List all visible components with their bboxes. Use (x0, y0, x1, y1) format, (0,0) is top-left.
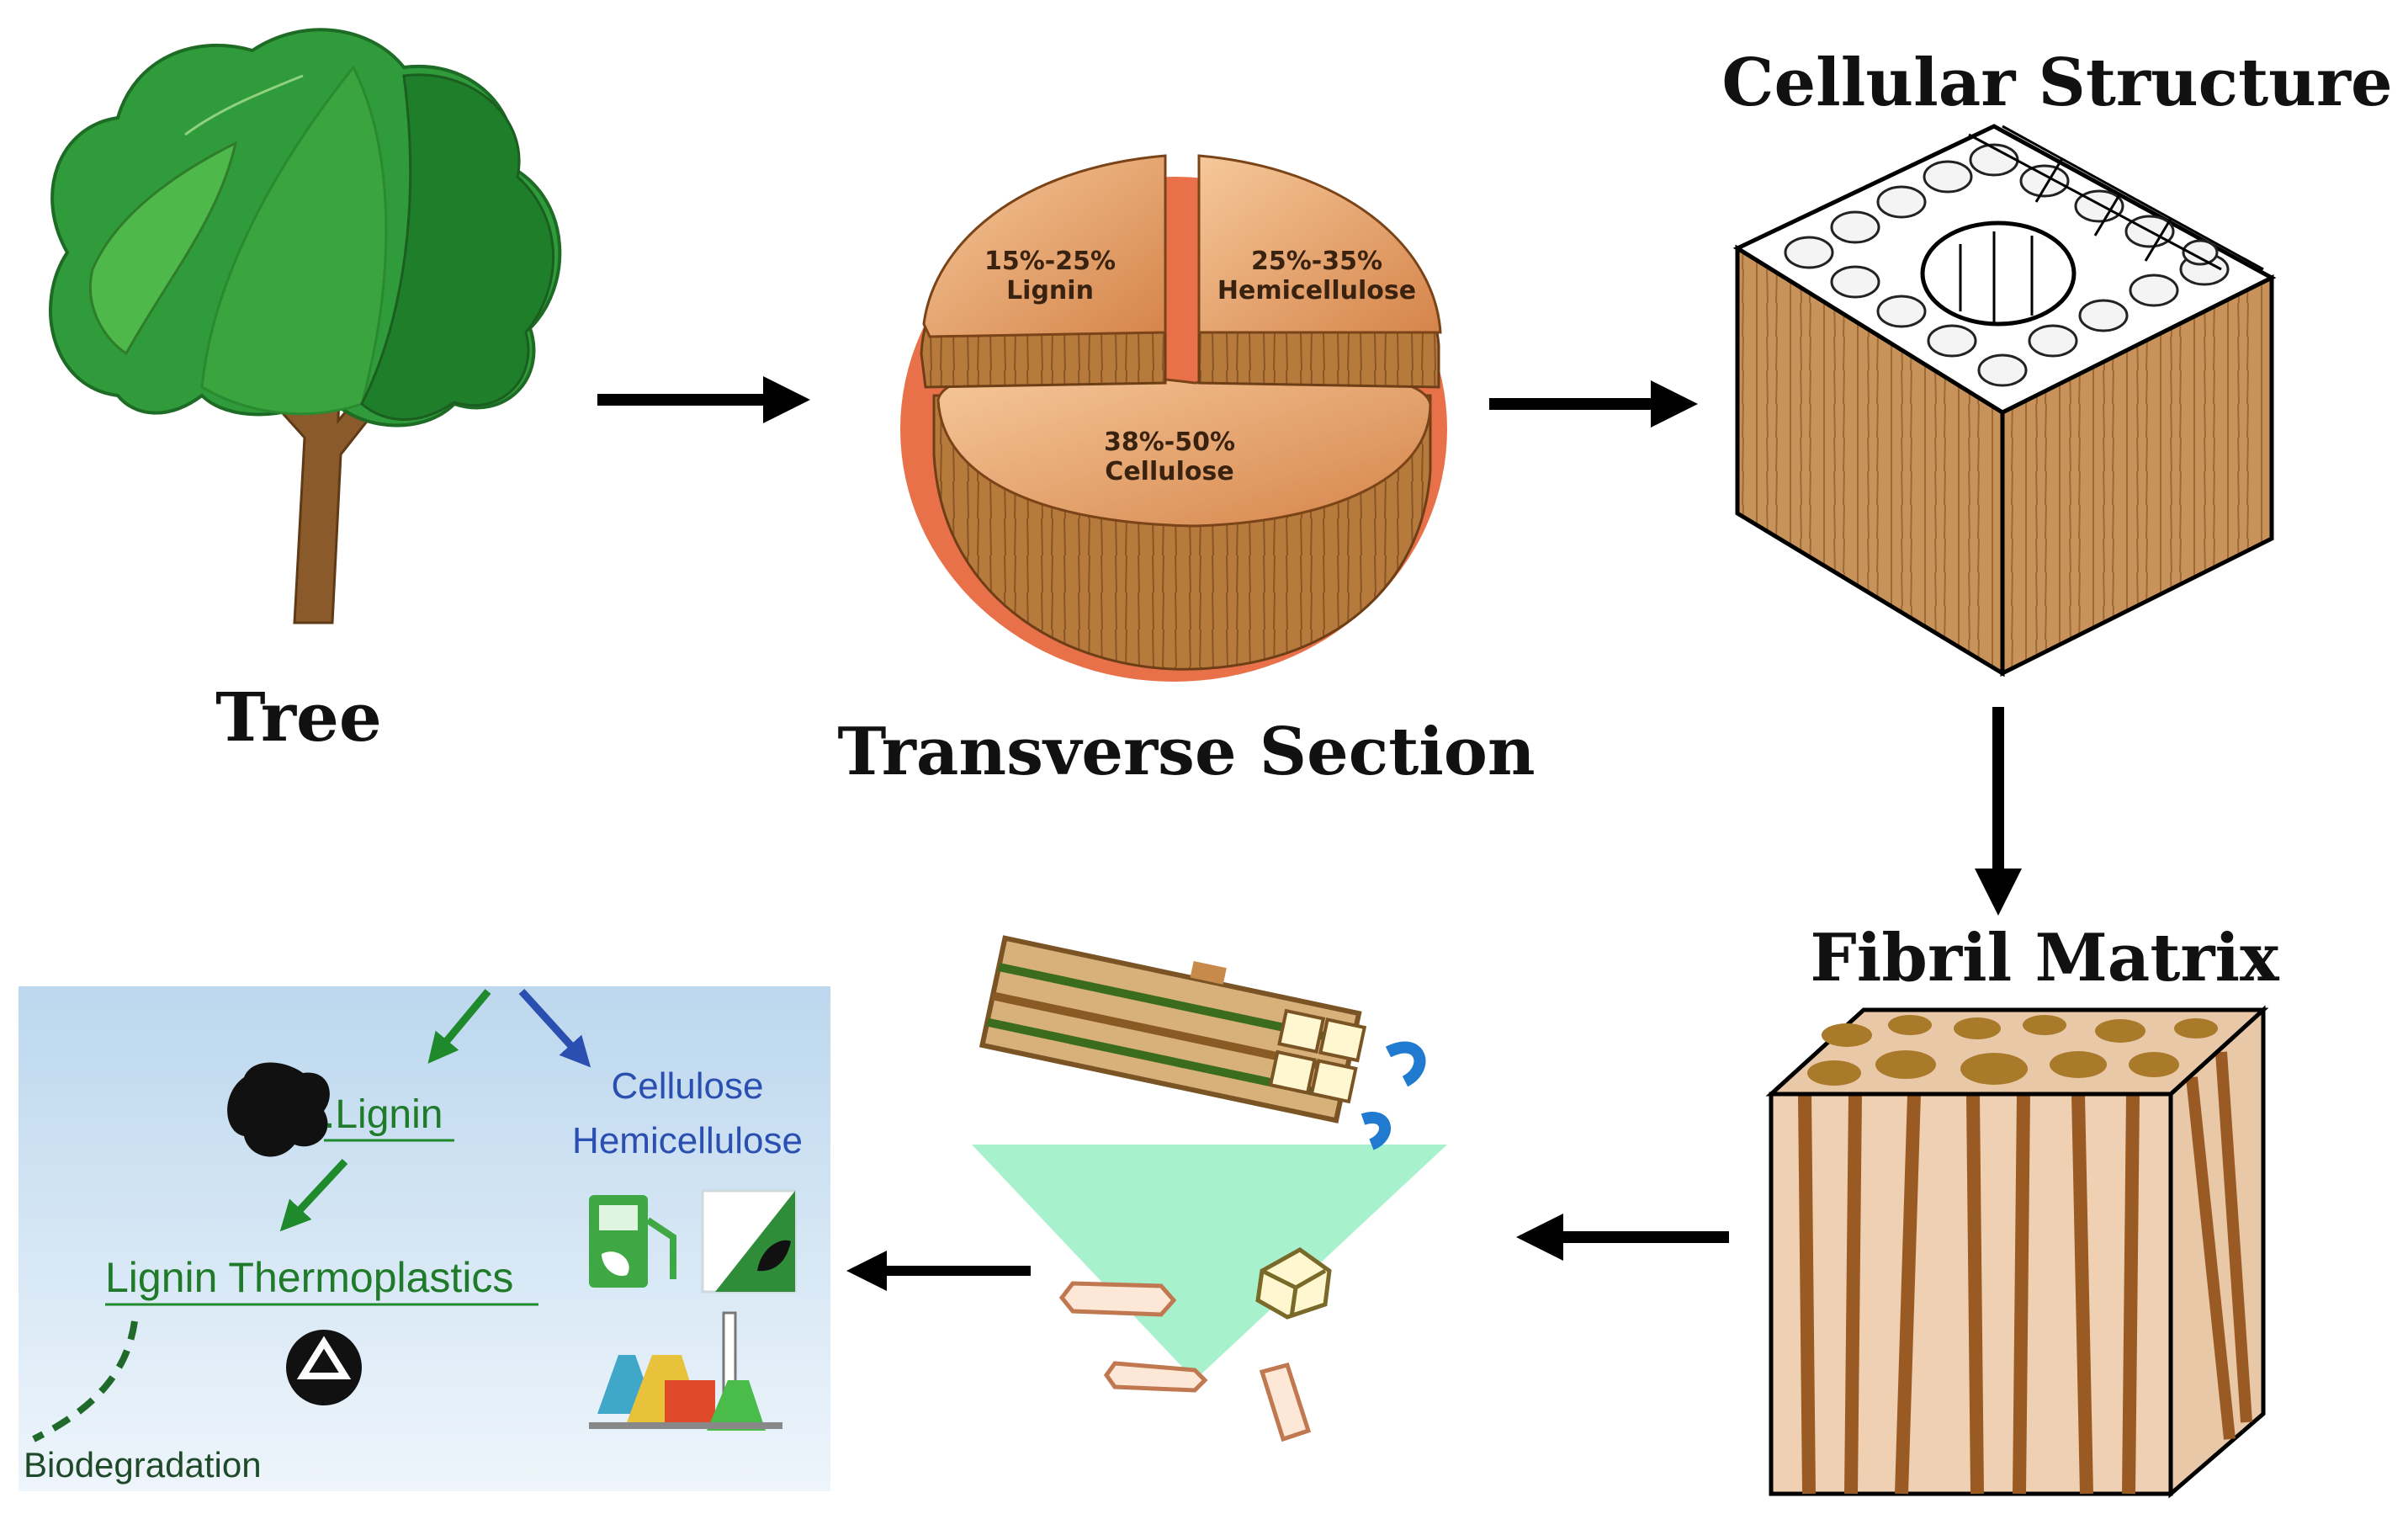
applications-panel: .Lignin Cellulose Hemicellulose Lignin T… (19, 986, 830, 1491)
transverse-section-illustration (900, 154, 1447, 682)
cellular-structure-block (1732, 124, 2277, 677)
app-cellulose: Cellulose (612, 1065, 764, 1107)
recycle-icon (286, 1330, 362, 1405)
lab-flasks-icon (589, 1311, 782, 1431)
app-lignin: .Lignin (324, 1092, 443, 1137)
stage-label-fibril: Fibril Matrix (1810, 920, 2280, 996)
hemicellulose-label: Hemicellulose (1217, 276, 1416, 305)
app-lignin-thermoplastics: Lignin Thermoplastics (105, 1254, 513, 1301)
stage-label-transverse: Transverse Section (837, 714, 1535, 790)
cellulose-percent: 38%-50% (1104, 428, 1235, 457)
stage-label-tree: Tree (215, 677, 382, 757)
cellulose-label: Cellulose (1105, 457, 1233, 486)
app-biodegradation: Biodegradation (24, 1445, 262, 1485)
hemicellulose-percent: 25%-35% (1251, 247, 1382, 276)
lignin-blob-icon (227, 1062, 330, 1157)
lignin-percent: 15%-25% (984, 247, 1116, 276)
stage-label-cellular: Cellular Structure (1721, 45, 2392, 121)
tree-illustration (49, 28, 562, 624)
leaf-paper-icon (701, 1189, 797, 1294)
lignin-label: Lignin (1006, 276, 1094, 305)
app-hemicellulose: Hemicellulose (572, 1120, 803, 1161)
fuel-pump-icon (589, 1195, 676, 1288)
microfibril-illustration (972, 935, 1447, 1442)
fibril-matrix-block (1765, 1005, 2269, 1499)
